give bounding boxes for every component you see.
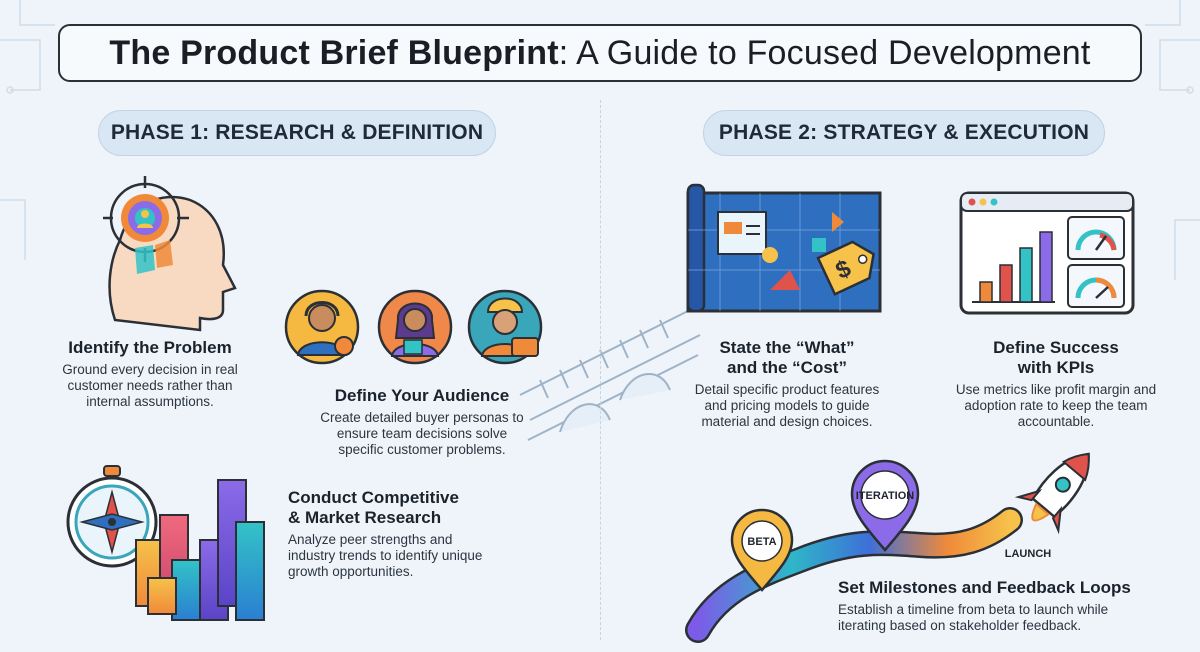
circuit-decoration [0,0,1200,280]
bar-chart-icon [135,479,265,621]
phase-divider [600,100,601,640]
market-research-heading-1: Conduct Competitive [288,488,459,507]
price-tag-icon: $ [816,240,875,296]
define-audience-body: Create detailed buyer personas to ensure… [320,410,524,457]
define-kpis-block: Define Success with KPIs Use metrics lik… [952,338,1160,430]
map-pin-icon [730,459,920,592]
launch-label: LAUNCH [1005,548,1051,560]
iteration-label: ITERATION [856,490,915,502]
milestones-block: Set Milestones and Feedback Loops Establ… [838,578,1158,634]
market-research-heading-2: & Market Research [288,508,442,527]
head-target-icon [103,176,237,332]
title-box: The Product Brief Blueprint: A Guide to … [58,24,1142,82]
define-kpis-heading-2: with KPIs [1017,358,1095,377]
page-title-bold: The Product Brief Blueprint [109,33,559,72]
milestones-heading: Set Milestones and Feedback Loops [838,578,1131,597]
identify-problem-block: Identify the Problem Ground every decisi… [45,338,255,410]
identify-problem-heading: Identify the Problem [68,338,232,357]
state-what-cost-heading-2: and the “Cost” [727,358,847,377]
market-research-body: Analyze peer strengths and industry tren… [288,532,483,579]
market-research-block: Conduct Competitive & Market Research An… [288,488,496,580]
beta-label: BETA [747,536,776,548]
bridge-icon [519,309,701,441]
persona-icon [284,289,543,365]
state-what-cost-block: State the “What” and the “Cost” Detail s… [682,338,892,430]
identify-problem-body: Ground every decision in real customer n… [62,362,238,409]
define-audience-heading: Define Your Audience [334,386,510,405]
page-title-rest: : A Guide to Focused Development [558,33,1091,72]
phase-1-pill: PHASE 1: RESEARCH & DEFINITION [98,110,496,156]
state-what-cost-body: Detail specific product features and pri… [694,382,880,429]
define-kpis-heading-1: Define Success [993,338,1119,357]
page-title: The Product Brief Blueprint: A Guide to … [109,34,1090,73]
milestone-path [685,507,1023,643]
compass-icon [66,465,158,568]
phase-2-pill: PHASE 2: STRATEGY & EXECUTION [703,110,1105,156]
gauge-icon [1067,216,1125,308]
define-audience-block: Define Your Audience Create detailed buy… [316,386,528,458]
define-kpis-body: Use metrics like profit margin and adopt… [955,382,1157,429]
rocket-icon [1014,452,1090,535]
milestones-body: Establish a timeline from beta to launch… [838,602,1109,633]
state-what-cost-heading-1: State the “What” [719,338,855,357]
